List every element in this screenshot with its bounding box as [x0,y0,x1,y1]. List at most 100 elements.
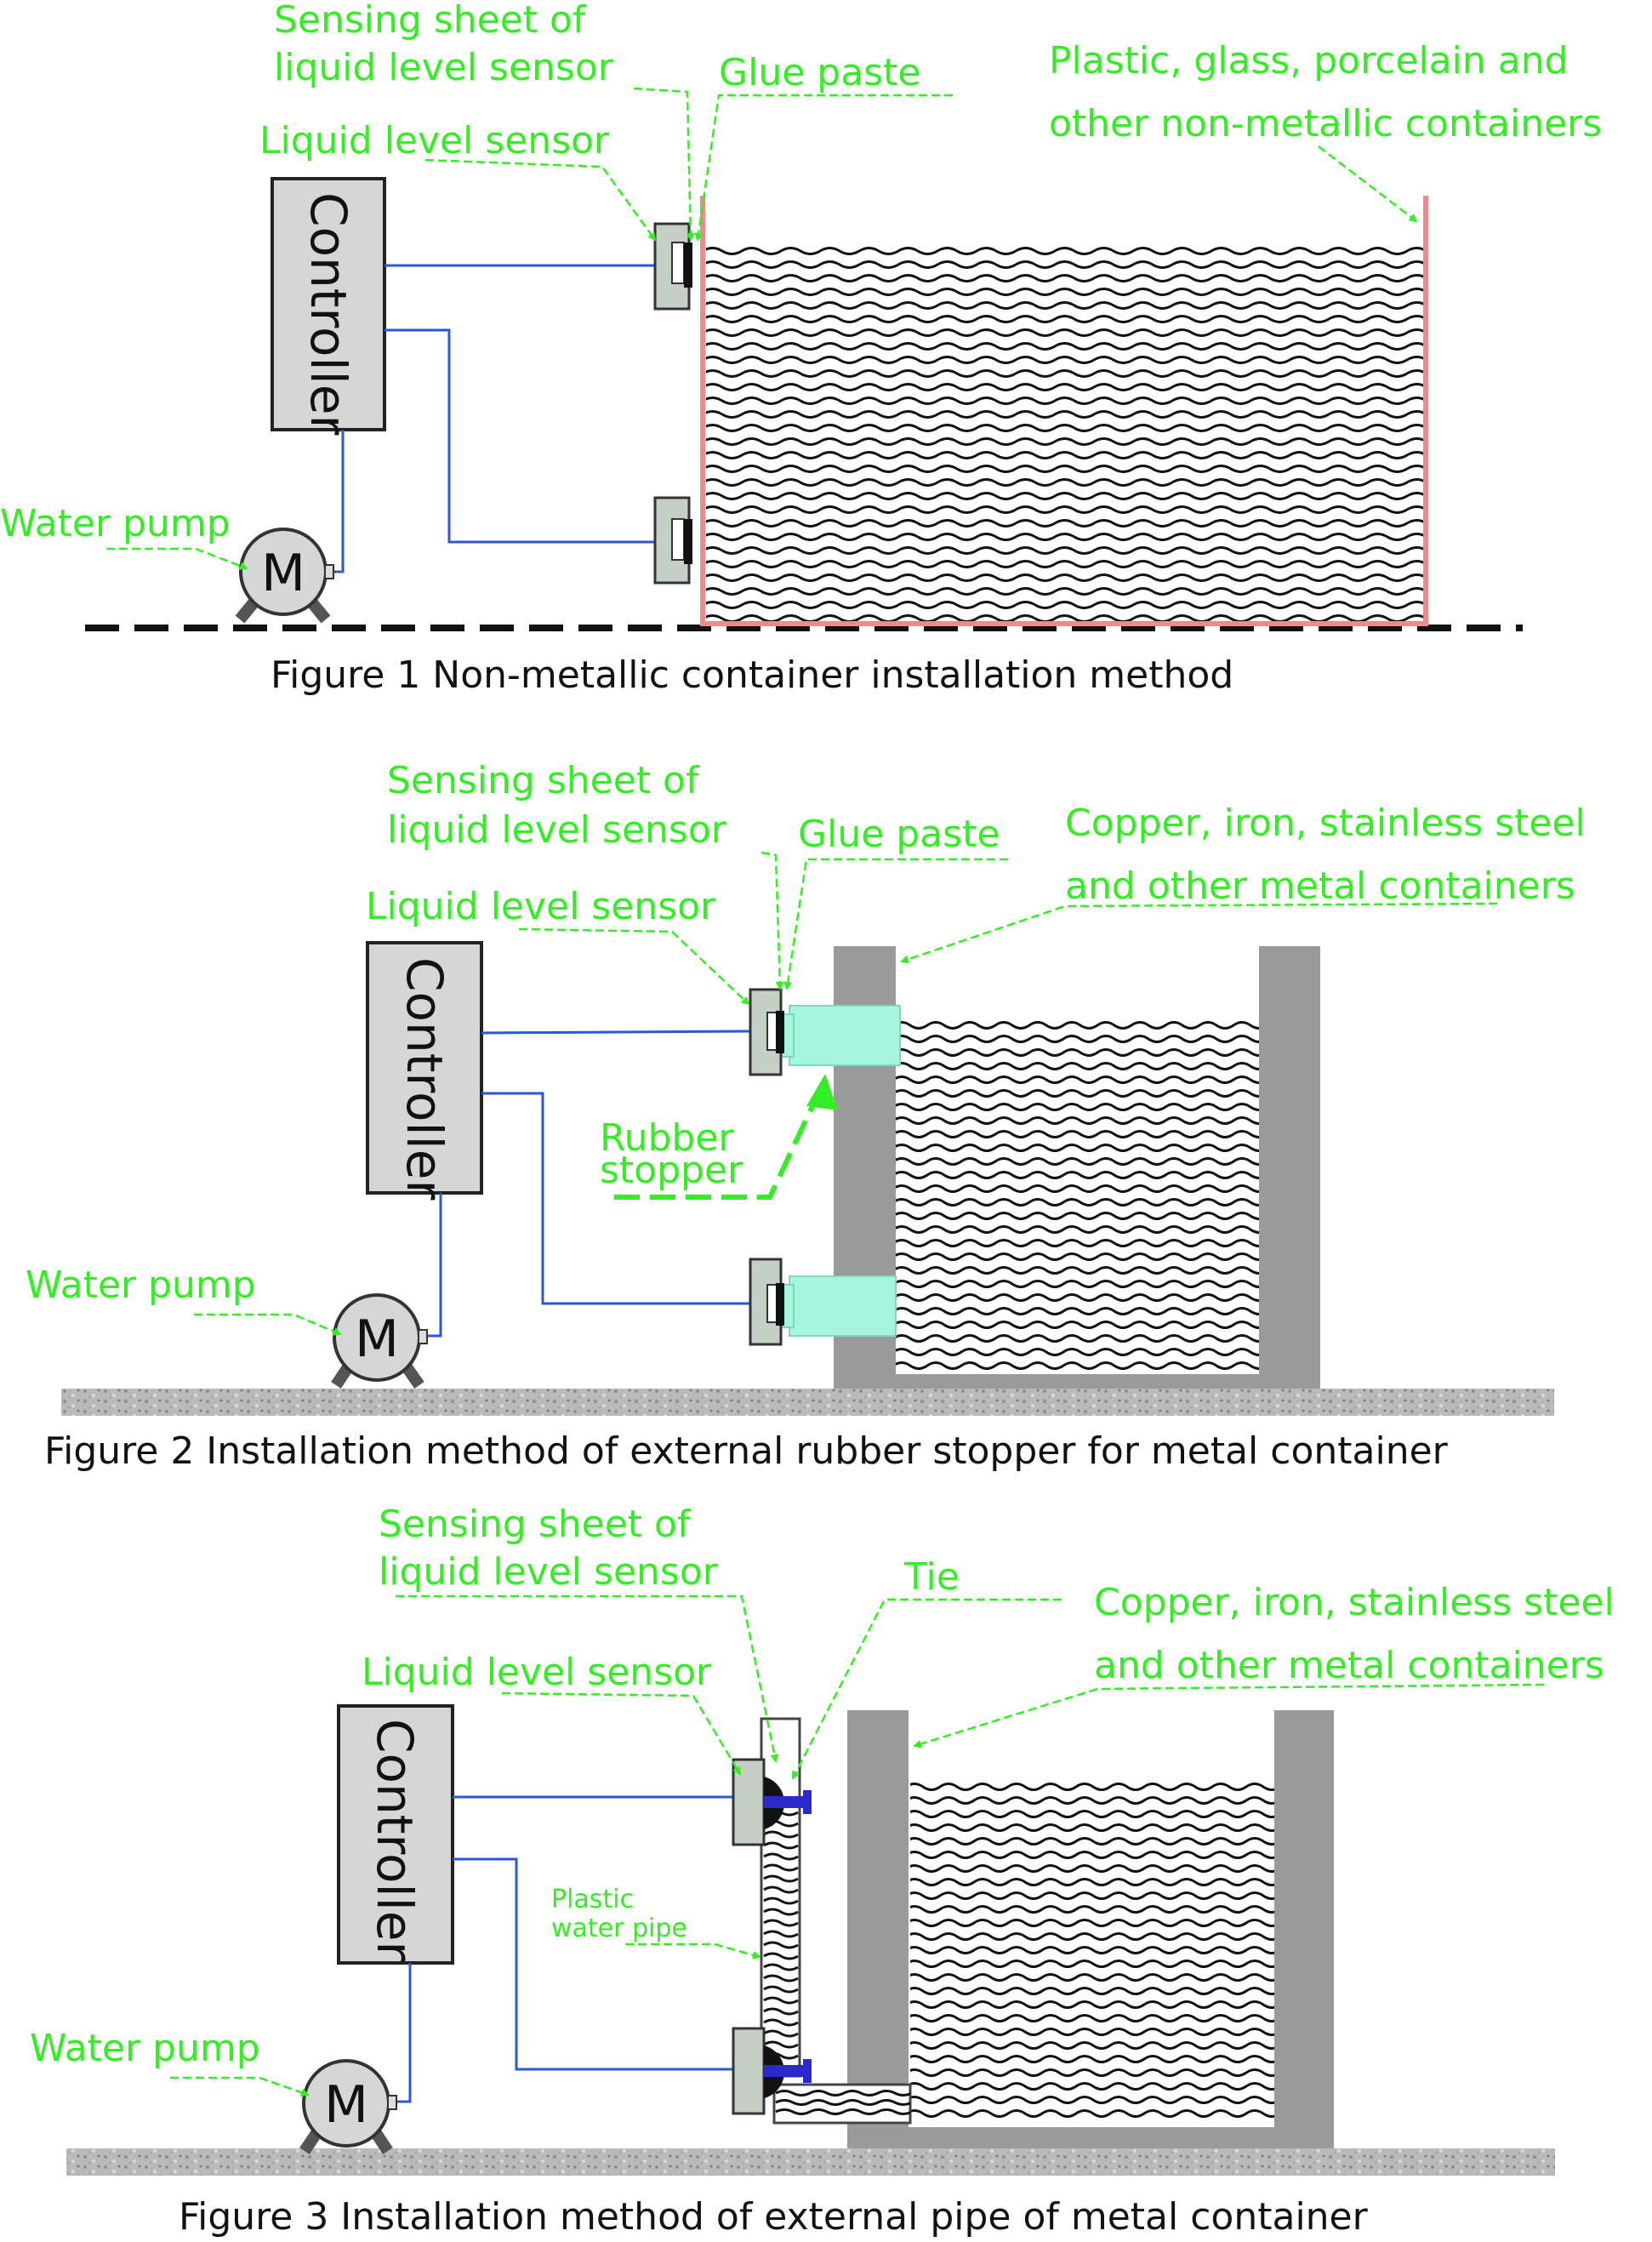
water-wave-line [706,274,1425,282]
wire-bottom-sensor [453,1857,733,2071]
label-glue-paste: Glue paste [719,51,920,94]
water-wave-line [910,1919,1274,1927]
figure-3: Controller M Sensing sheet of [30,1503,1615,2239]
figure-2: Controller M Sensing sheet of liquid lev… [26,759,1586,1473]
water-wave-line [910,1905,1274,1914]
label-tie: Tie [903,1555,960,1599]
water-wave-line [910,2014,1274,2022]
wire-pump [396,1963,412,2103]
pipe-water-line [763,2018,799,2027]
pipe-water-line [763,1863,799,1872]
label-container-line2: and other metal containers [1065,864,1575,908]
liquid-level-sensor-top [653,222,692,311]
water-wave-line [706,288,1425,296]
label-container-line1: Copper, iron, stainless steel [1065,802,1586,845]
water-wave-line [896,1252,1259,1261]
label-water-pump: Water pump [30,2027,260,2070]
pipe-water-line [763,2029,799,2038]
water-wave-line [910,2068,1274,2077]
water-wave-line [706,356,1425,364]
leader-sensor [424,158,657,242]
water-wave-line [706,573,1425,582]
pipe-water-line [775,2099,910,2106]
figure-3-caption: Figure 3 Installation method of external… [179,2195,1369,2239]
water-fill [896,1021,1259,1370]
water-wave-line [896,1062,1259,1070]
water-wave-line [910,2109,1274,2118]
water-wave-line [910,1837,1274,1846]
leader-sensing-sheet [396,1595,779,1763]
pipe-water-line [763,1885,799,1894]
water-wave-line [896,1021,1259,1030]
pipe-water-line [763,1930,799,1938]
water-wave-line [706,315,1425,323]
water-wave-line [896,1035,1259,1043]
water-wave-line [896,1361,1259,1370]
water-wave-line [706,424,1425,432]
pipe-water-line [763,1874,799,1883]
leader-sensing-sheet [760,851,784,990]
controller-box: Controller [271,177,386,435]
water-wave-line [706,369,1425,378]
wire-bottom-sensor [385,328,655,544]
wire-pump [423,1193,442,1338]
pipe-water-line [763,1897,799,1905]
pipe-water-line [775,2090,910,2097]
label-container-line1: Plastic, glass, porcelain and [1049,39,1569,83]
water-wave-line [910,1851,1274,1859]
water-wave-line [706,328,1425,337]
water-wave-line [910,2041,1274,2050]
water-fill [910,1783,1274,2118]
water-wave-line [706,546,1425,555]
liquid-level-sensor-bottom [749,1258,784,1346]
water-wave-line [910,2082,1274,2091]
water-wave-line [706,342,1425,351]
leader-pump [106,547,248,570]
water-wave-line [910,1823,1274,1832]
water-wave-line [896,1212,1259,1220]
leader-container [913,1683,1545,1749]
water-pump: M [331,1293,428,1389]
water-wave-line [896,1334,1259,1343]
label-rubber-line1: Rubber [600,1116,734,1160]
pump-letter: M [355,1309,399,1369]
label-sensing-sheet-line2: liquid level sensor [387,808,727,852]
label-water-pump: Water pump [26,1264,256,1307]
pipe-water-line [763,1952,799,1960]
water-wave-line [896,1171,1259,1179]
rubber-stopper-top [780,1005,901,1066]
water-wave-line [896,1307,1259,1315]
leader-container [1318,145,1418,223]
label-liquid-level-sensor: Liquid level sensor [259,119,610,163]
label-pipe-line1: Plastic [551,1885,634,1914]
controller-box: Controller [337,1704,454,1965]
water-wave-line [910,1783,1274,1791]
pipe-water-line [763,1852,799,1861]
controller-label: Controller [396,957,453,1200]
water-wave-line [706,260,1425,269]
pipe-water-line [763,1919,799,1927]
leader-rubber-stopper [614,1077,828,1200]
leader-glue-paste [694,94,953,242]
wire-pump [333,430,345,573]
leader-pipe [625,1942,761,1960]
nonmetal-container [700,196,1428,626]
leader-sensing-sheet [633,87,695,242]
label-sensing-sheet-line1: Sensing sheet of [274,0,587,42]
controller-box: Controller [366,941,483,1200]
water-wave-line [706,505,1425,514]
ground-gravel [61,1389,1554,1416]
label-container-line1: Copper, iron, stainless steel [1094,1581,1615,1624]
water-wave-line [896,1348,1259,1356]
leader-sensor [518,927,750,1006]
water-wave-line [896,1157,1259,1166]
leader-glue-paste [783,858,1008,990]
pipe-water-line [763,1985,799,1994]
water-wave-line [896,1293,1259,1302]
label-container-line2: other non-metallic containers [1049,102,1602,145]
controller-label: Controller [299,192,357,435]
pipe-water-line [763,1941,799,1949]
water-wave-line [706,601,1425,609]
label-glue-paste: Glue paste [798,813,1000,856]
